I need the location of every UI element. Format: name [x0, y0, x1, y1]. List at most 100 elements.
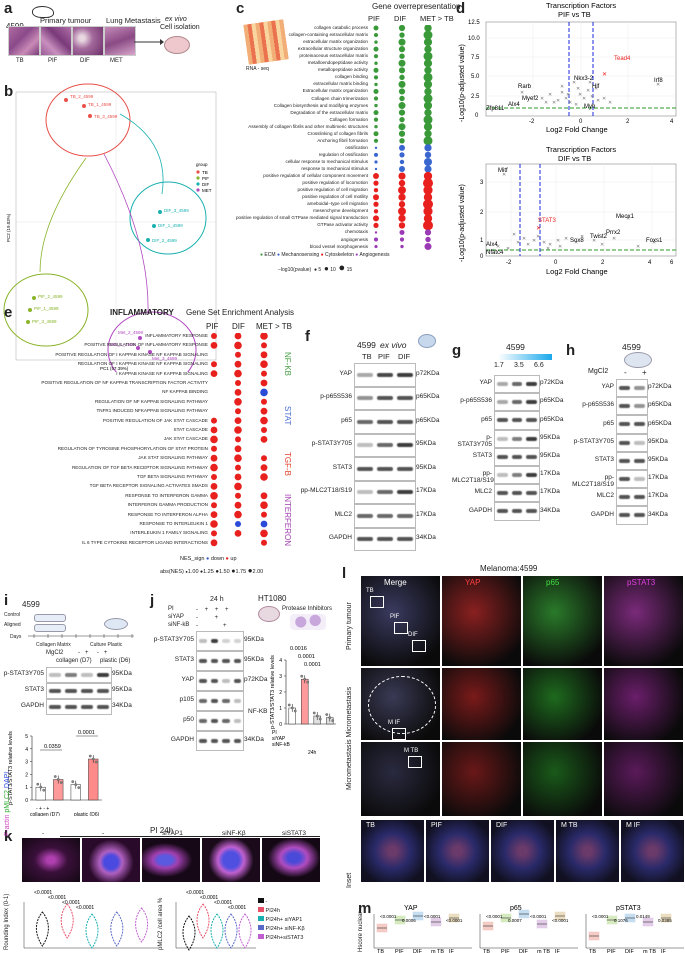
c-dot — [400, 244, 404, 249]
blot-row-label: GAPDH — [170, 736, 194, 743]
d-top-xlabel: Log2 Fold Change — [546, 125, 608, 134]
pca-plot: TB_2_4599 TB_1_4599 TB_3_4599 DIF_3_4599… — [3, 83, 217, 372]
c-dot — [398, 109, 406, 116]
size-15: 15 — [346, 267, 353, 273]
blot-strip — [494, 393, 540, 412]
svg-text:0: 0 — [480, 254, 484, 260]
i-control: Control — [4, 612, 21, 618]
c-dot — [399, 159, 405, 165]
l-image-tile — [523, 576, 602, 666]
c-dot — [398, 172, 406, 180]
e-dot — [211, 417, 217, 424]
blot-band — [65, 689, 77, 693]
blot-band — [526, 418, 537, 423]
blot-band — [65, 705, 77, 709]
blot-band — [222, 639, 230, 643]
blot-kda: p65KDa — [648, 401, 672, 409]
svg-text:✕: ✕ — [602, 72, 607, 78]
l-region-box — [412, 640, 426, 652]
blot-band — [199, 719, 207, 723]
c-dot — [398, 186, 406, 195]
svg-text:12.5: 12.5 — [468, 20, 480, 26]
l-image-tile — [442, 668, 521, 740]
c-dot — [373, 201, 379, 207]
blot-band — [210, 739, 218, 743]
e-dot — [235, 436, 241, 443]
k-leg-sistat: PI24h+siSTAT3 — [265, 935, 304, 941]
blot-band — [222, 739, 230, 743]
c-dot — [424, 25, 432, 32]
k-title-rule — [60, 836, 320, 837]
l-inset-tile — [556, 820, 619, 882]
blot-strip — [46, 667, 112, 683]
c-dot — [373, 54, 379, 59]
c-dot — [373, 75, 379, 80]
k-title: PI 24h — [150, 826, 174, 835]
svg-text:<0.0001: <0.0001 — [214, 900, 232, 906]
violin — [224, 913, 238, 949]
d-point: ✕ — [522, 236, 526, 242]
e-dot — [260, 333, 268, 340]
c-term: Anchoring fibril formation — [317, 137, 368, 143]
c-dot — [398, 214, 406, 222]
svg-text:3: 3 — [25, 760, 28, 766]
blot-band — [497, 454, 508, 459]
svg-text:6: 6 — [670, 260, 674, 266]
blot-band — [81, 673, 93, 677]
e-dot — [235, 380, 241, 386]
g-cell-line: 4599 — [506, 342, 525, 352]
svg-text:<0.0001: <0.0001 — [76, 905, 94, 911]
d-point: ✕ — [560, 90, 564, 96]
svg-text:TB: TB — [202, 170, 208, 175]
svg-text:0.0001: 0.0001 — [298, 654, 315, 660]
k-ylabel-1: Rounding Index (0-1) — [4, 893, 10, 950]
blot-row-label: STAT3 — [174, 656, 194, 663]
e-dot — [234, 530, 242, 537]
c-dot — [373, 117, 379, 122]
d-point: ✕ — [626, 216, 630, 222]
c-dot — [399, 166, 405, 172]
svg-text:0.0001: 0.0001 — [304, 662, 321, 668]
c-dot — [423, 38, 433, 47]
e-term: NF KAPPAB BINDING — [162, 389, 208, 395]
blot-band — [511, 491, 523, 496]
svg-text:<0.0001: <0.0001 — [530, 914, 547, 919]
e-term: I KAPPAB KINASE NF KAPPAB SIGNALING — [116, 370, 208, 376]
svg-text:0.0149: 0.0149 — [636, 914, 650, 919]
i-cond1: collagen (D7) — [56, 658, 92, 664]
svg-text:0.0016: 0.0016 — [290, 646, 307, 652]
svg-text:siNF-kB: siNF-kB — [272, 742, 290, 748]
e-dot — [211, 474, 217, 480]
c-dot — [374, 146, 378, 150]
blot-strip — [616, 433, 648, 452]
blot-row-label: STAT3 — [594, 455, 614, 463]
tile-dif — [72, 26, 104, 56]
violin — [135, 907, 149, 943]
blot-strip — [494, 466, 540, 485]
svg-text:<0.0001: <0.0001 — [380, 914, 397, 919]
svg-text:5.0: 5.0 — [471, 74, 480, 80]
blot-band — [397, 466, 413, 471]
e-term: REGULATION OF TYROSINE PHOSPHORYLATION O… — [57, 445, 208, 451]
k-leg-sinfkb: PI24h+ siNF-Kβ — [265, 926, 305, 932]
blot-strip — [616, 470, 648, 489]
h-cell-line: 4599 — [622, 342, 641, 352]
blot-band — [357, 372, 373, 377]
blot-band — [397, 396, 413, 401]
e-dot — [210, 435, 218, 444]
i-days: Days — [10, 634, 22, 640]
blot-band — [397, 537, 413, 542]
blot-row-label: GAPDH — [468, 506, 492, 514]
e-dot — [261, 342, 267, 349]
c-dot — [373, 88, 379, 94]
blot-band — [210, 659, 218, 663]
d-point: ✕ — [540, 96, 544, 102]
d-point: ✕ — [590, 94, 594, 100]
nes-size-1: 1.00 — [187, 569, 199, 575]
e-dot — [234, 482, 242, 491]
c-term: Collagen chain trimerization — [311, 95, 368, 101]
e-dot — [235, 464, 241, 471]
legend-cyto: Cytoskeleton — [324, 252, 354, 258]
volcano-plots: ✕✕✕✕✕✕✕✕✕✕✕✕✕✕✕✕✕✕✕✕✕✕✕✕ Transcription F… — [459, 1, 677, 276]
